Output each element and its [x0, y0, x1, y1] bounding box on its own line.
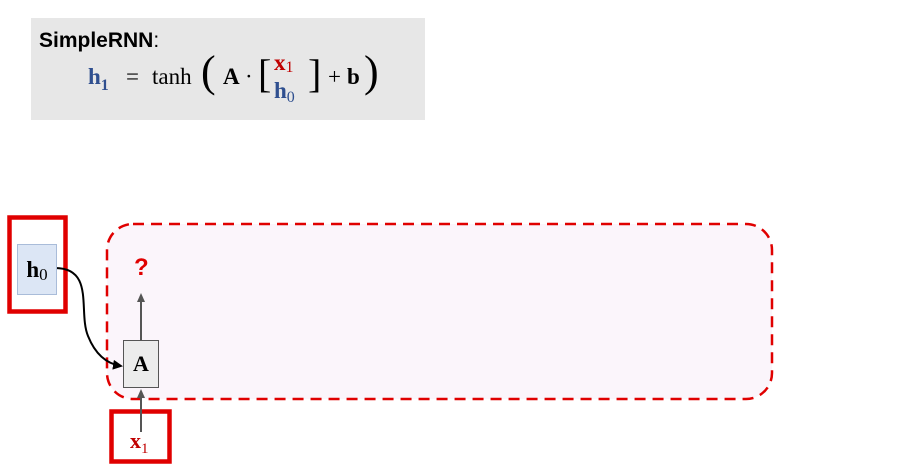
output-question-mark: ?: [134, 254, 149, 281]
eq-bias: b: [347, 64, 360, 89]
eq-matrix: A: [223, 64, 240, 89]
rnn-cell-A: A: [123, 340, 159, 388]
eq-plus: +: [328, 64, 341, 89]
eq-bottom-entry: h0: [274, 78, 295, 106]
time-step-region: [105, 222, 774, 401]
eq-left-bracket: [: [258, 51, 272, 96]
eq-top-entry: x1: [274, 50, 294, 76]
eq-right-bracket: ]: [308, 51, 322, 96]
eq-equals: =: [126, 64, 139, 89]
eq-func: tanh: [152, 64, 192, 89]
formula-panel: SimpleRNN: h1 = tanh ( A · [ x1 h0 ] + b…: [31, 18, 425, 120]
eq-lhs: h1: [88, 64, 109, 94]
x1-node: x1: [130, 428, 149, 457]
eq-dot: ·: [245, 64, 253, 89]
h0-to-cell-arrow: [54, 267, 123, 370]
eq-right-paren: ): [364, 47, 379, 96]
eq-left-paren: (: [201, 47, 216, 96]
h0-highlight-frame: [7, 215, 68, 314]
formula-title: SimpleRNN:: [39, 29, 160, 52]
